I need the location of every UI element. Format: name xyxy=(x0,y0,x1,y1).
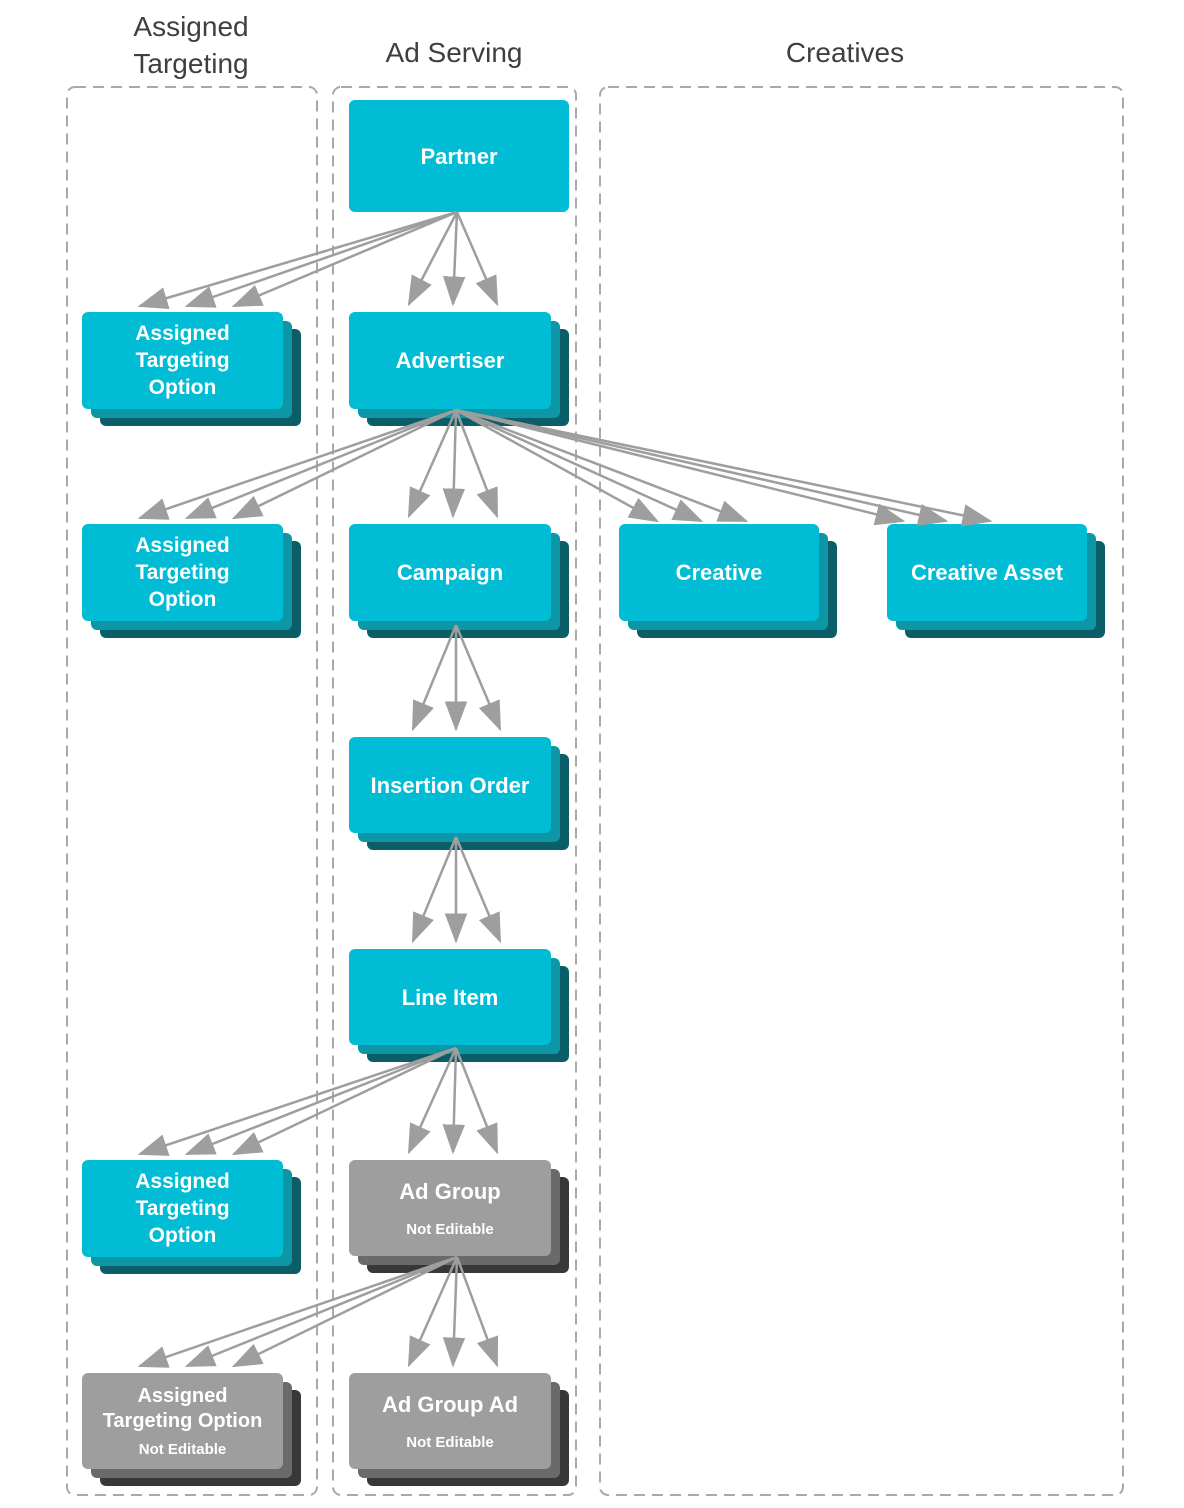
node-assigned-targeting-option-advertiser: Assigned Targeting Option xyxy=(82,524,301,638)
node-insertion-order: Insertion Order xyxy=(349,737,569,850)
arrows-insertion-order-to-line-item xyxy=(411,836,502,944)
node-label: Ad Group Ad xyxy=(381,1391,519,1417)
column-frame-creatives xyxy=(599,86,1124,1496)
stack-layer-front: Creative xyxy=(619,524,819,621)
node-label: Advertiser xyxy=(395,348,505,373)
node-label: Assigned Targeting Option xyxy=(135,322,230,399)
node-label: Line Item xyxy=(401,984,499,1010)
node-sublabel-not-editable: Not Editable xyxy=(138,1440,227,1458)
stack-layer-front: Assigned Targeting Option xyxy=(82,312,283,409)
column-frame-assigned-targeting xyxy=(66,86,318,1496)
stack-layer-front: Assigned Targeting Option xyxy=(82,524,283,621)
node-line-item: Line Item xyxy=(349,949,569,1062)
node-label: Assigned Targeting Option xyxy=(102,1384,263,1432)
node-label: Assigned Targeting Option xyxy=(135,1170,230,1247)
arrows-line-item-to-ad-group xyxy=(407,1047,499,1155)
node-assigned-targeting-option-partner: Assigned Targeting Option xyxy=(82,312,301,426)
node-assigned-targeting-option-ad-group: Assigned Targeting Option Not Editable xyxy=(82,1373,301,1486)
node-label: Creative Asset xyxy=(910,560,1064,585)
node-sublabel-not-editable: Not Editable xyxy=(406,1433,494,1451)
arrows-partner-to-assigned-targeting-option xyxy=(137,210,458,309)
stack-layer-front: Ad Group Not Editable xyxy=(349,1160,551,1256)
node-sublabel-not-editable: Not Editable xyxy=(406,1220,494,1238)
stack-layer-front: Insertion Order xyxy=(349,737,551,833)
arrows-ad-group-to-ad-group-ad xyxy=(407,1256,499,1368)
arrows-advertiser-to-assigned-targeting-option xyxy=(137,408,457,520)
column-header-creatives: Creatives xyxy=(785,37,905,68)
node-creative-asset: Creative Asset xyxy=(887,524,1105,638)
node-label: Assigned Targeting Option xyxy=(135,534,230,611)
arrows-campaign-to-insertion-order xyxy=(411,624,502,732)
node-advertiser: Advertiser xyxy=(349,312,569,426)
node-label: Partner xyxy=(420,143,498,169)
node-partner-box: Partner xyxy=(349,100,569,212)
node-label: Ad Group xyxy=(399,1178,501,1204)
node-ad-group-ad: Ad Group Ad Not Editable xyxy=(349,1373,569,1486)
node-creative: Creative xyxy=(619,524,837,638)
node-label: Insertion Order xyxy=(370,772,530,798)
node-assigned-targeting-option-line-item: Assigned Targeting Option xyxy=(82,1160,301,1274)
node-label: Creative xyxy=(675,560,763,585)
stack-layer-front: Advertiser xyxy=(349,312,551,409)
arrows-line-item-to-assigned-targeting-option xyxy=(137,1046,457,1156)
stack-layer-front: Assigned Targeting Option Not Editable xyxy=(82,1373,283,1469)
stack-layer-front: Creative Asset xyxy=(887,524,1087,621)
column-header-assigned-targeting: Assigned Targeting xyxy=(133,11,249,79)
node-campaign: Campaign xyxy=(349,524,569,638)
column-header-ad-serving: Ad Serving xyxy=(385,37,523,68)
node-ad-group: Ad Group Not Editable xyxy=(349,1160,569,1273)
stack-layer-front: Line Item xyxy=(349,949,551,1045)
arrows-partner-to-advertiser xyxy=(407,211,499,307)
stack-layer-front: Campaign xyxy=(349,524,551,621)
arrows-advertiser-to-creative-asset xyxy=(455,408,993,527)
node-partner: Partner xyxy=(349,100,569,212)
stack-layer-front: Ad Group Ad Not Editable xyxy=(349,1373,551,1469)
stack-layer-front: Assigned Targeting Option xyxy=(82,1160,283,1257)
arrows-advertiser-to-creative xyxy=(455,408,749,523)
node-label: Campaign xyxy=(396,560,504,585)
